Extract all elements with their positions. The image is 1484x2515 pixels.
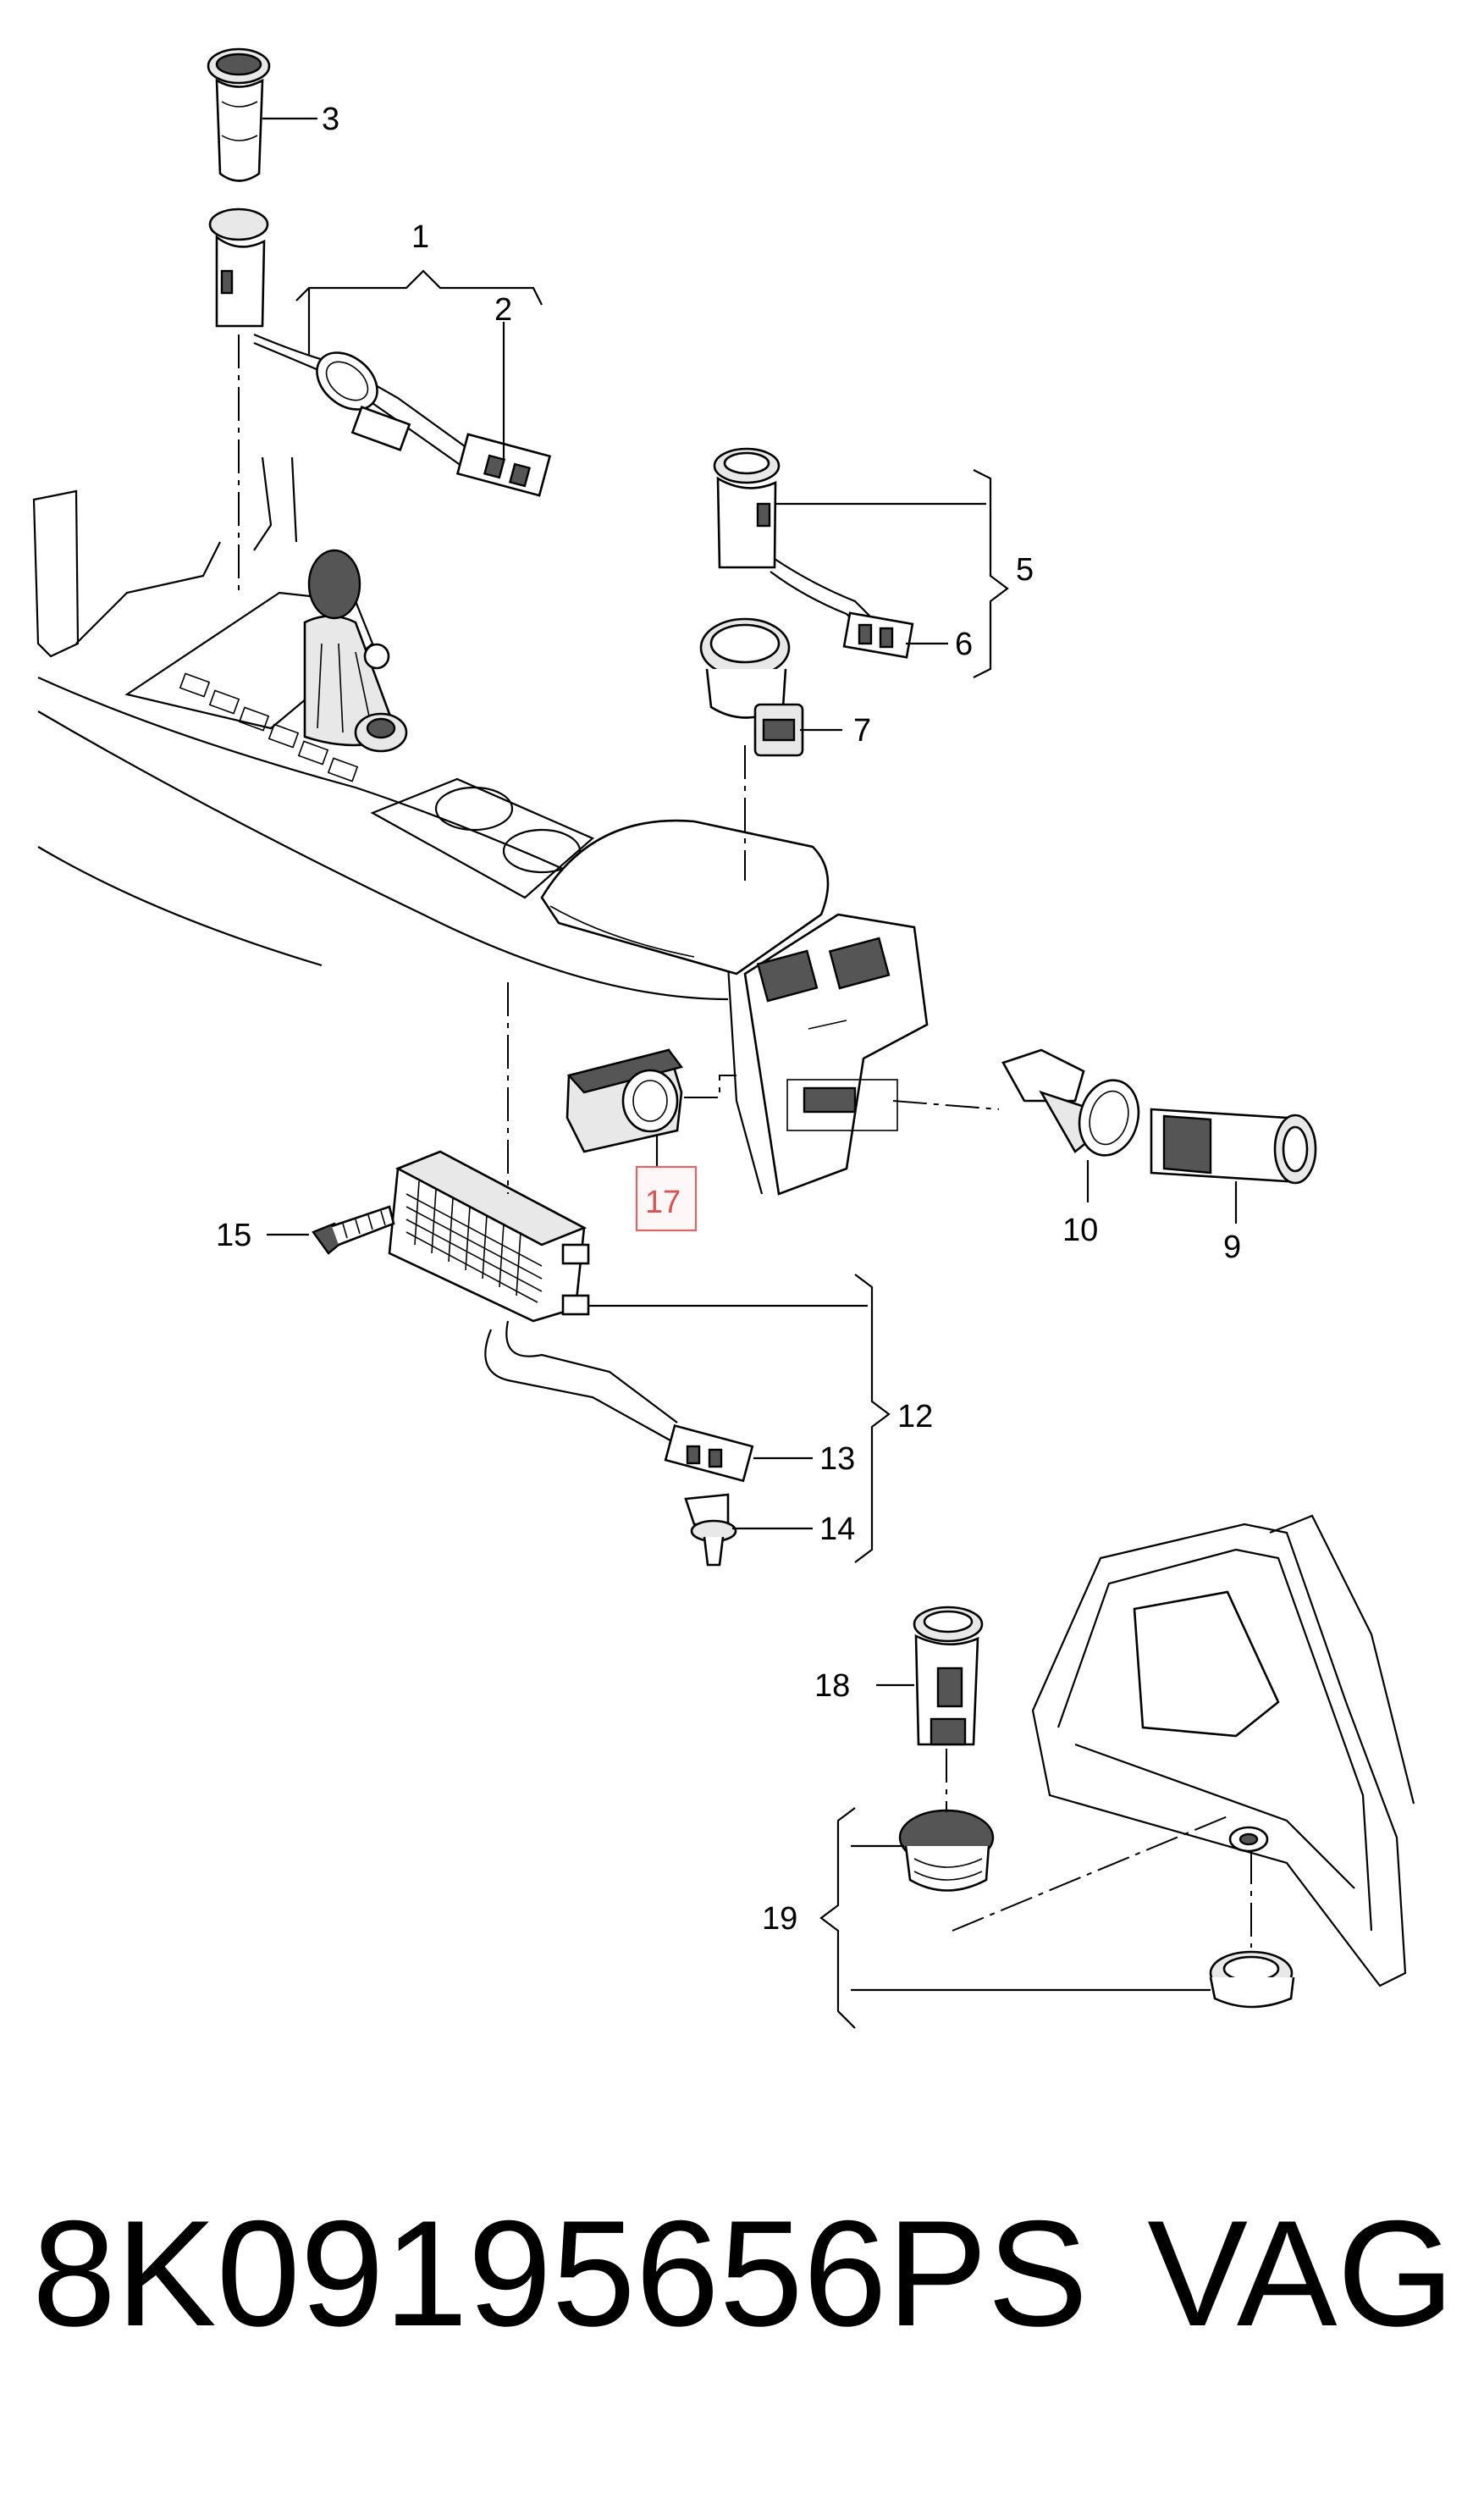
control-unit-part-12 [388,1150,754,1483]
socket-ring-part-10 [1001,1048,1140,1157]
socket-insert-part-9 [1150,1108,1317,1185]
screw-part-15 [312,1205,395,1255]
leader-lines [238,117,1252,2029]
callout-6: 6 [955,627,973,662]
lighter-plug-part-3 [207,47,271,182]
clip-part-14 [684,1493,737,1567]
socket-cover-part-7 [699,617,804,757]
socket-cap-part-19 [898,1809,1295,2009]
center-console-illustration [32,456,929,1196]
part-number: 8K09195656PS [32,2189,1089,2357]
callout-12: 12 [897,1399,933,1434]
callout-17: 17 [645,1185,681,1220]
callout-1: 1 [411,219,429,255]
trunk-side-panel-illustration [1031,1514,1415,1987]
brand-label: VAG [1147,2189,1454,2357]
highlighted-part-box [635,1165,698,1232]
callout-labels: 3 1 2 5 6 7 10 9 12 13 14 15 17 18 19 [216,102,1241,1937]
callout-2: 2 [494,292,512,328]
rear-socket-housing-part-17 [565,1048,684,1153]
callout-14: 14 [819,1512,855,1547]
socket-part-18 [913,1606,984,1746]
socket-with-harness-part-1 [208,207,552,497]
callout-18: 18 [814,1668,850,1704]
callout-10: 10 [1062,1213,1098,1248]
callout-13: 13 [819,1441,855,1477]
callout-15: 15 [216,1218,251,1253]
callout-7: 7 [853,713,871,749]
part-caption: 8K09195656PS VAG [32,2193,1454,2354]
callout-5: 5 [1016,552,1034,588]
callout-3: 3 [322,102,339,137]
socket-with-harness-part-5 [713,447,914,659]
callout-9: 9 [1223,1230,1241,1265]
callout-19: 19 [762,1901,797,1937]
